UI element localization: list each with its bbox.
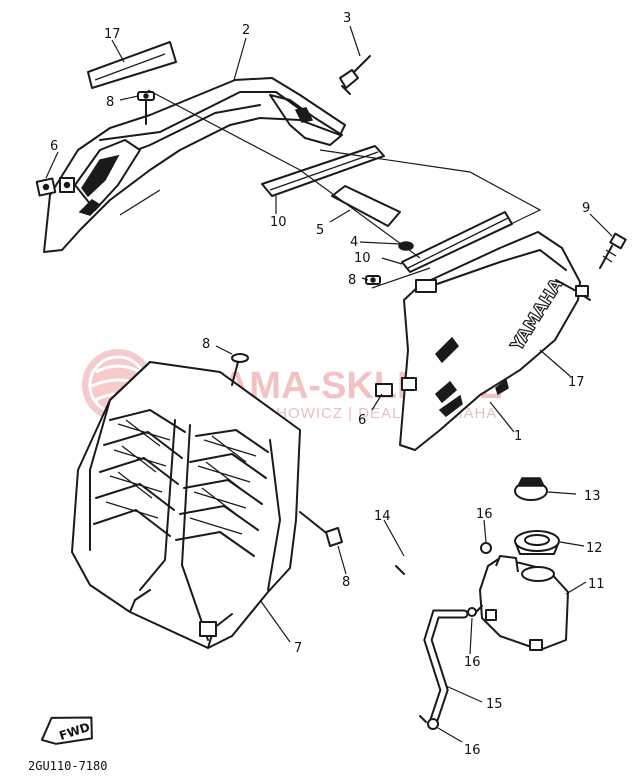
part-bolt-grille-side bbox=[299, 511, 343, 547]
part-bolt-grille-top bbox=[231, 353, 249, 386]
part-side-cover: YAMAHA bbox=[399, 231, 591, 451]
callout-8-upper: 8 bbox=[106, 95, 114, 110]
part-screw-top bbox=[339, 55, 371, 95]
part-hose-overflow bbox=[349, 537, 481, 651]
part-radiator-grille bbox=[71, 361, 301, 649]
callout-8-grille-top: 8 bbox=[202, 337, 210, 352]
callout-10-lower: 10 bbox=[354, 251, 371, 266]
part-reservoir-tank bbox=[479, 555, 569, 651]
part-clamp-c bbox=[419, 715, 439, 730]
callout-15: 15 bbox=[486, 697, 503, 712]
part-pad bbox=[398, 241, 414, 251]
part-bar bbox=[331, 185, 401, 227]
part-clamp-a bbox=[480, 542, 492, 554]
callout-6-left: 6 bbox=[50, 139, 58, 154]
callout-leaders bbox=[45, 25, 613, 743]
part-bolt-right bbox=[599, 232, 627, 269]
part-bolt-side bbox=[365, 275, 381, 285]
callout-9: 9 bbox=[582, 201, 590, 216]
callout-6-right: 6 bbox=[358, 413, 366, 428]
callout-13: 13 bbox=[584, 489, 601, 504]
callout-8-grille-side: 8 bbox=[342, 575, 350, 590]
callout-17-upper: 17 bbox=[104, 27, 121, 42]
callout-5: 5 bbox=[316, 223, 324, 238]
part-bolt-upper bbox=[137, 91, 155, 125]
part-tank-cap bbox=[514, 477, 548, 501]
callout-16-mid: 16 bbox=[464, 655, 481, 670]
callout-10-upper: 10 bbox=[270, 215, 287, 230]
callout-8-side: 8 bbox=[348, 273, 356, 288]
callout-14: 14 bbox=[374, 509, 391, 524]
callout-17-lower: 17 bbox=[568, 375, 585, 390]
part-upper-shroud bbox=[43, 77, 346, 253]
callout-2: 2 bbox=[242, 23, 250, 38]
part-strip-upper bbox=[261, 145, 385, 197]
callout-12: 12 bbox=[586, 541, 603, 556]
part-hose-drain bbox=[423, 609, 469, 725]
drawing-code: 2GU110-7180 bbox=[28, 759, 107, 773]
callout-labels: 17 2 3 8 6 10 5 4 10 8 9 17 6 1 8 8 7 13… bbox=[50, 11, 605, 758]
grille-louvers bbox=[93, 409, 269, 557]
callout-7: 7 bbox=[294, 641, 302, 656]
part-clip-right bbox=[375, 377, 417, 397]
callout-3: 3 bbox=[343, 11, 351, 26]
assembly-guide-lines bbox=[147, 89, 542, 289]
callout-1: 1 bbox=[514, 429, 522, 444]
part-clip-left bbox=[35, 177, 75, 197]
part-tank-cap-ring bbox=[514, 530, 560, 555]
callout-16-top: 16 bbox=[476, 507, 493, 522]
fwd-arrow-icon: FWD bbox=[40, 716, 93, 745]
callout-16-bottom: 16 bbox=[464, 743, 481, 758]
part-clamp-b bbox=[467, 605, 483, 617]
part-decal-upper bbox=[87, 41, 177, 89]
callout-4: 4 bbox=[350, 235, 358, 250]
callout-11: 11 bbox=[588, 577, 605, 592]
